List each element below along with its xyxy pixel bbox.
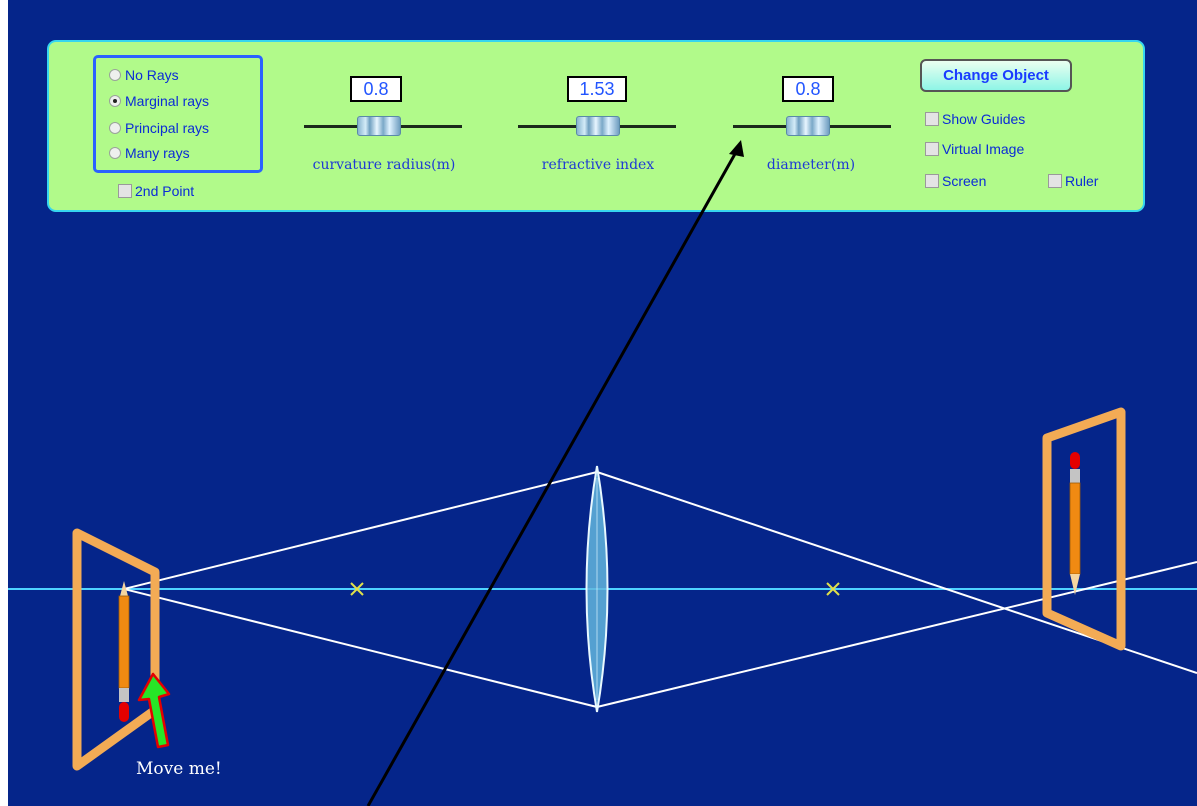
diameter-value-box: 0.8 bbox=[782, 76, 834, 102]
checkbox-box[interactable] bbox=[1048, 174, 1062, 188]
screen-checkbox[interactable]: Screen bbox=[925, 171, 986, 191]
annotation-pointer-line bbox=[366, 144, 742, 806]
show-guides-label: Show Guides bbox=[942, 111, 1026, 127]
ray-lower-incoming bbox=[123, 588, 598, 708]
focal-point-left-marker bbox=[350, 582, 364, 596]
move-me-arrow-icon bbox=[137, 672, 171, 749]
curvature-slider-label: curvature radius(m) bbox=[312, 157, 456, 173]
radio-no-rays-label: No Rays bbox=[125, 67, 179, 83]
virtual-image-checkbox[interactable]: Virtual Image bbox=[925, 139, 1024, 159]
focal-point-right-marker bbox=[826, 582, 840, 596]
curvature-value: 0.8 bbox=[363, 78, 389, 99]
radio-marginal-rays[interactable]: Marginal rays bbox=[109, 91, 209, 111]
second-point-label: 2nd Point bbox=[135, 183, 195, 199]
radio-no-rays[interactable]: No Rays bbox=[109, 65, 179, 85]
object-frame[interactable] bbox=[72, 528, 160, 771]
virtual-image-label: Virtual Image bbox=[942, 141, 1025, 157]
checkbox-box[interactable] bbox=[925, 142, 939, 156]
refractive-value: 1.53 bbox=[579, 78, 615, 99]
show-guides-checkbox[interactable]: Show Guides bbox=[925, 109, 1025, 129]
radio-principal-rays[interactable]: Principal rays bbox=[109, 118, 209, 138]
image-pencil bbox=[1069, 452, 1081, 595]
image-frame bbox=[1042, 407, 1126, 651]
radio-many-rays-label: Many rays bbox=[125, 145, 190, 161]
refractive-value-box: 1.53 bbox=[567, 76, 627, 102]
checkbox-box[interactable] bbox=[925, 174, 939, 188]
change-object-button[interactable]: Change Object bbox=[920, 59, 1072, 92]
ray-mode-group bbox=[93, 55, 263, 173]
refractive-slider-label: refractive index bbox=[541, 157, 655, 173]
radio-button[interactable] bbox=[109, 122, 121, 134]
checkbox-box[interactable] bbox=[118, 184, 132, 198]
annotation-arrowhead-icon bbox=[729, 140, 744, 157]
move-me-label: Move me! bbox=[136, 759, 222, 779]
radio-button[interactable] bbox=[109, 147, 121, 159]
radio-button-selected[interactable] bbox=[109, 95, 121, 107]
curvature-slider-thumb[interactable] bbox=[357, 116, 401, 136]
ray-upper-incoming bbox=[123, 471, 598, 590]
ray-lower-outgoing bbox=[596, 561, 1197, 708]
ruler-checkbox[interactable]: Ruler bbox=[1048, 171, 1098, 191]
refractive-slider-thumb[interactable] bbox=[576, 116, 620, 136]
radio-many-rays[interactable]: Many rays bbox=[109, 143, 190, 163]
object-pencil[interactable] bbox=[118, 581, 130, 722]
radio-marginal-rays-label: Marginal rays bbox=[125, 93, 210, 109]
checkbox-box[interactable] bbox=[925, 112, 939, 126]
ruler-label: Ruler bbox=[1065, 173, 1099, 189]
radio-button[interactable] bbox=[109, 69, 121, 81]
curvature-value-box: 0.8 bbox=[350, 76, 402, 102]
diameter-slider-thumb[interactable] bbox=[786, 116, 830, 136]
second-point-checkbox[interactable]: 2nd Point bbox=[118, 181, 194, 201]
diameter-slider-label: diameter(m) bbox=[766, 157, 856, 173]
lens[interactable] bbox=[585, 465, 609, 713]
diameter-value: 0.8 bbox=[795, 78, 821, 99]
radio-principal-rays-label: Principal rays bbox=[125, 120, 210, 136]
screen-label: Screen bbox=[942, 173, 987, 189]
